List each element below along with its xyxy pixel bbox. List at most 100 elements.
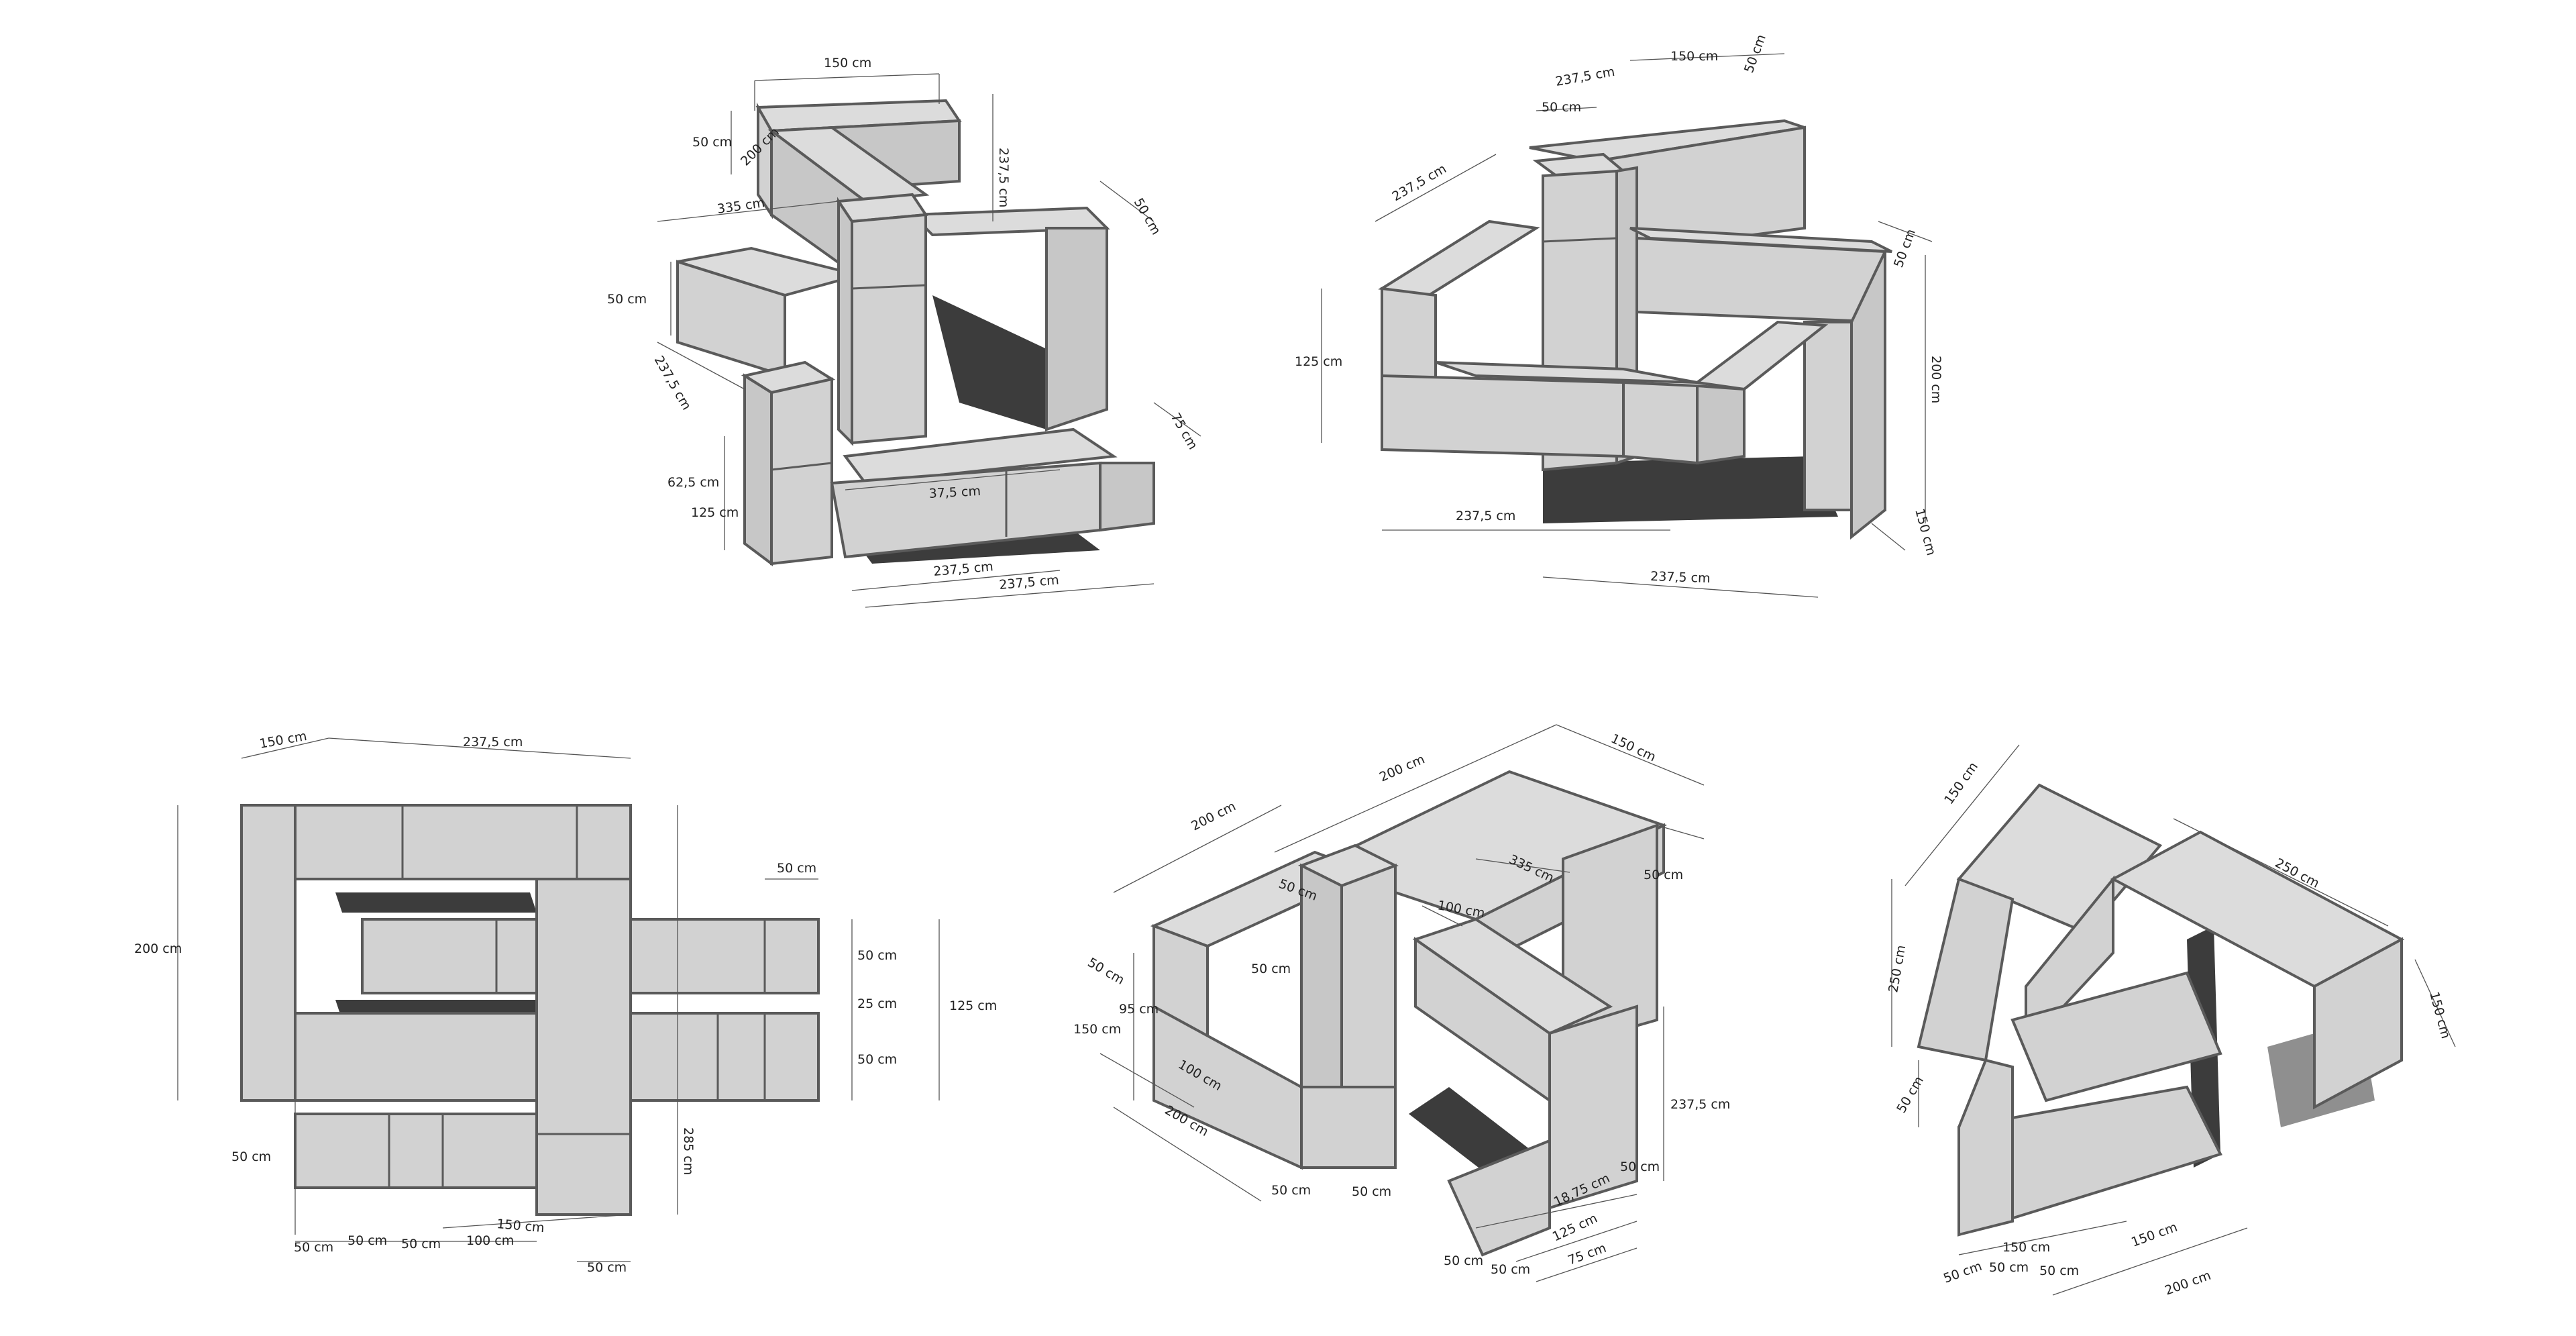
view-4-sculpture: [1150, 770, 1668, 1257]
dimension-label: 200 cm: [2163, 1268, 2212, 1298]
dimension-label: 50 cm: [1894, 1074, 1927, 1115]
dimension-label: 50 cm: [1085, 955, 1127, 988]
dimension-label: 50 cm: [1941, 1259, 1984, 1286]
view-5-block: [1957, 1058, 2014, 1237]
dimension-line: [865, 583, 1155, 608]
dimension-line: [1629, 53, 1785, 61]
dimension-line: [845, 469, 1061, 491]
dimension-line: [754, 73, 940, 81]
view-2-block: [1850, 251, 1886, 540]
dimension-line: [1113, 805, 1282, 893]
dimension-line: [1878, 221, 1933, 242]
view-2-shadow: [1543, 456, 1838, 523]
dimension-line: [1421, 905, 1463, 927]
dimension-label: 25 cm: [857, 996, 897, 1011]
dimension-label: 150 cm: [258, 729, 308, 752]
dimension-label: 50 cm: [2039, 1264, 2079, 1278]
dimension-label: 50 cm: [1491, 1262, 1530, 1277]
dimension-line: [657, 201, 839, 222]
view-2-block: [1381, 374, 1625, 458]
dimension-label: 150 cm: [496, 1217, 545, 1235]
dimension-label: 237,5 cm: [1650, 569, 1711, 586]
view-3-block: [240, 804, 297, 1102]
view-4-block: [1300, 863, 1343, 1110]
dimension-label: 237,5 cm: [1554, 64, 1616, 89]
view-5-block: [2313, 937, 2403, 1110]
view-1-block: [743, 373, 773, 566]
view-3-sculpture: [240, 804, 820, 1216]
view-4-block: [1340, 864, 1397, 1109]
dimension-label: 237,5 cm: [1670, 1097, 1730, 1112]
view-1-block: [843, 427, 1118, 485]
view-2-seam: [1542, 237, 1617, 243]
dimension-line: [1099, 1053, 1195, 1108]
dimension-label: 50 cm: [347, 1233, 387, 1248]
view-2-block: [1635, 236, 1886, 324]
dimension-label: 37,5 cm: [928, 484, 981, 501]
dimension-label: 50 cm: [587, 1260, 627, 1275]
dimension-line: [1904, 744, 2020, 886]
dimension-label: 75 cm: [1168, 411, 1201, 452]
dimension-line: [657, 342, 745, 390]
view-1-block: [770, 377, 833, 566]
dimension-label: 150 cm: [2002, 1240, 2050, 1255]
view-3-block: [535, 878, 632, 1216]
dimension-label: 50 cm: [777, 861, 816, 876]
view-1-block: [1045, 227, 1108, 431]
dimension-line: [1656, 825, 1705, 839]
dimension-label: 50 cm: [1271, 1183, 1311, 1198]
dimension-label: 150 cm: [1670, 49, 1718, 64]
view-1-block: [837, 197, 853, 446]
dimension-line: [1871, 523, 1906, 551]
dimension-line: [1475, 1194, 1638, 1229]
dimension-label: 62,5 cm: [667, 475, 719, 490]
dimension-label: 50 cm: [294, 1240, 333, 1255]
dimension-label: 150 cm: [2426, 990, 2453, 1041]
dimension-label: 50 cm: [401, 1237, 441, 1251]
dimension-label: 150 cm: [824, 56, 871, 70]
dimension-label: 50 cm: [857, 1052, 897, 1067]
dimension-line: [1375, 154, 1497, 222]
dimension-label: 100 cm: [466, 1233, 514, 1248]
dimension-label: 50 cm: [1251, 962, 1291, 976]
dimension-label: 50 cm: [1131, 196, 1164, 238]
dimension-label: 200 cm: [134, 941, 182, 956]
dimension-label: 125 cm: [1550, 1211, 1600, 1244]
dimension-label: 50 cm: [1989, 1260, 2029, 1275]
view-2-block: [1629, 227, 1892, 253]
view-1-block: [851, 213, 927, 445]
dimension-line: [1153, 402, 1201, 437]
dimension-line: [1113, 1107, 1262, 1202]
dimension-line: [851, 570, 1061, 591]
view-3-block: [240, 804, 632, 880]
dimension-line: [442, 1214, 631, 1229]
dimension-label: 50 cm: [1352, 1184, 1391, 1199]
dimension-line: [1274, 724, 1557, 853]
dimension-line: [1556, 724, 1705, 786]
view-1-seam: [851, 284, 926, 290]
dimension-label: 237,5 cm: [463, 735, 523, 750]
view-3-shadow: [335, 892, 537, 913]
dimension-label: 200 cm: [1189, 799, 1238, 833]
view-1-shadow: [932, 295, 1046, 429]
view-3-block: [294, 1113, 538, 1189]
view-2-block: [1696, 384, 1746, 465]
dimension-label: 50 cm: [692, 135, 732, 150]
view-4-block: [1300, 1086, 1397, 1169]
dimension-label: 250 cm: [1886, 944, 1909, 994]
dimension-line: [241, 737, 329, 759]
dimension-label: 50 cm: [1542, 100, 1581, 115]
view-2-block: [1622, 380, 1699, 465]
dimension-line: [1536, 1247, 1638, 1282]
dimension-label: 237,5 cm: [996, 148, 1011, 207]
dimension-line: [2173, 818, 2389, 927]
dimension-label: 50 cm: [1644, 868, 1683, 882]
dimension-label: 125 cm: [691, 505, 739, 520]
dimension-label: 125 cm: [1295, 354, 1342, 369]
dimension-label: 50 cm: [857, 948, 897, 963]
dimension-label: 285 cm: [681, 1127, 696, 1175]
dimension-label: 95 cm: [1119, 1002, 1159, 1017]
dimension-label: 50 cm: [1620, 1160, 1660, 1174]
view-5-sculpture: [1917, 783, 2405, 1237]
